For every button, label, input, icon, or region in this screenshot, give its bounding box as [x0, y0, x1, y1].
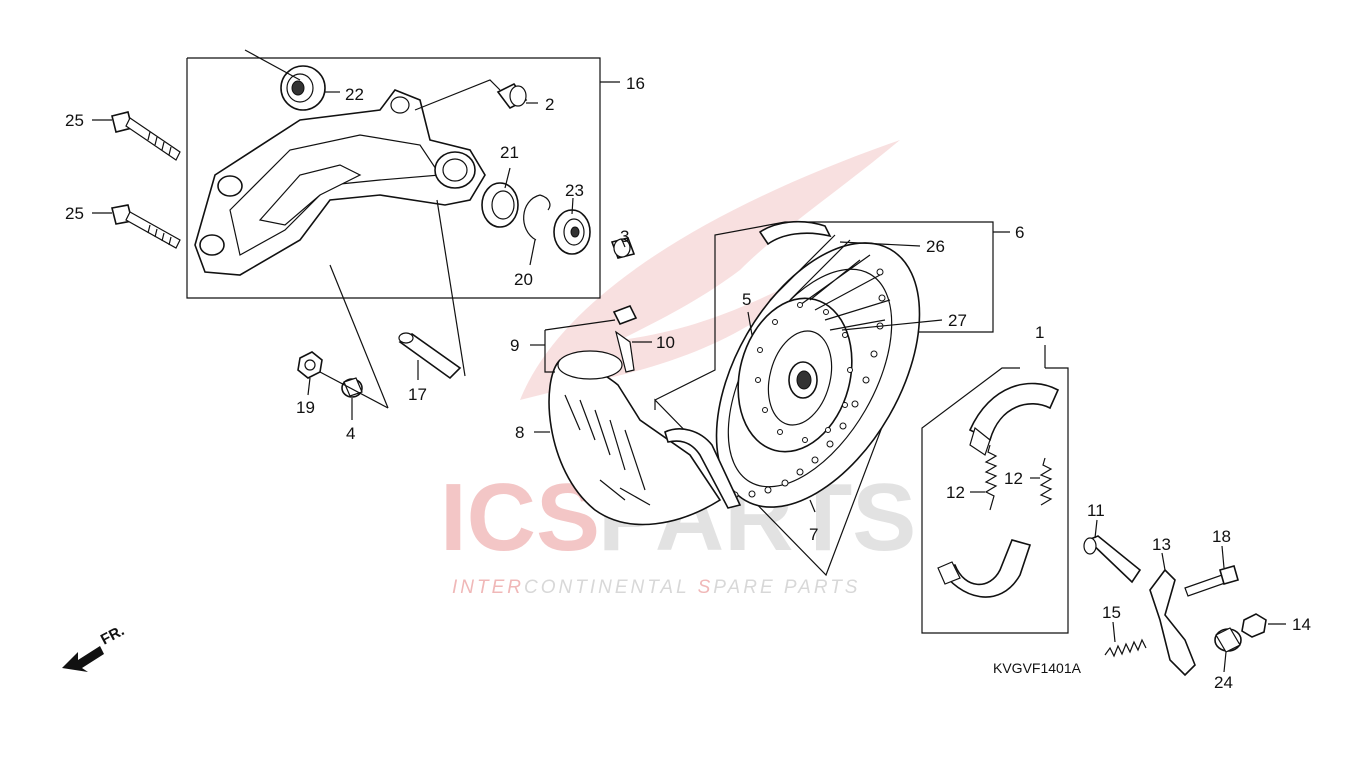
callout-9: 9	[510, 336, 519, 355]
callout-21: 21	[500, 143, 519, 162]
callout-25-lower: 25	[65, 204, 84, 223]
front-direction-arrow-icon: FR.	[62, 622, 127, 672]
nut-14	[1241, 613, 1267, 638]
watermark-tagline-red-1: INTER	[452, 577, 524, 598]
collar-3	[610, 237, 636, 259]
callout-17: 17	[408, 385, 427, 404]
rim-band-lower	[664, 428, 742, 509]
callout-1: 1	[1035, 323, 1044, 342]
watermark-wing-logo	[520, 140, 900, 400]
collar-2	[496, 82, 528, 110]
watermark-tagline-grey-2: PARE PARTS	[713, 577, 860, 598]
pivot-collar-17	[398, 332, 462, 380]
callout-14: 14	[1292, 615, 1311, 634]
callout-20: 20	[514, 270, 533, 289]
spring-12-right	[1039, 457, 1053, 506]
rim-holes	[731, 268, 886, 499]
circlip-20	[523, 194, 551, 241]
callout-25-upper: 25	[65, 111, 84, 130]
callout-22: 22	[345, 85, 364, 104]
watermark-tagline-red-2: S	[698, 577, 714, 598]
callout-19: 19	[296, 398, 315, 417]
watermark-tagline: INTERCONTINENTAL SPARE PARTS	[452, 577, 860, 598]
callout-15: 15	[1102, 603, 1121, 622]
callout-26: 26	[926, 237, 945, 256]
tire-8	[548, 350, 722, 526]
leader-pivot-right	[436, 199, 466, 377]
callout-12-left: 12	[946, 483, 965, 502]
brake-arm-13	[1149, 568, 1196, 677]
callout-23: 23	[565, 181, 584, 200]
brake-shoe-upper	[968, 382, 1060, 456]
swing-arm	[194, 89, 486, 276]
oil-seal-23	[553, 209, 591, 255]
callout-6: 6	[1015, 223, 1024, 242]
collar-4	[341, 377, 363, 398]
brake-cam-11	[1083, 535, 1142, 584]
callout-11: 11	[1087, 501, 1105, 520]
group-box-brake-shoes	[921, 345, 1069, 634]
callout-10: 10	[656, 333, 675, 352]
callout-7: 7	[809, 525, 818, 544]
spring-15	[1104, 638, 1147, 658]
group-box-swingarm	[186, 57, 620, 299]
bolt-25-lower	[111, 204, 181, 249]
leader-2-assembly	[414, 79, 501, 111]
leader-lines	[92, 91, 1286, 673]
callout-24: 24	[1214, 673, 1233, 692]
front-label: FR.	[98, 622, 127, 648]
brake-shoe-lower	[937, 539, 1032, 598]
bolt-25-upper	[111, 111, 181, 161]
rim-band-26	[758, 220, 832, 246]
collar-24	[1214, 627, 1242, 653]
callout-16: 16	[626, 74, 645, 93]
callout-27: 27	[948, 311, 967, 330]
callout-8: 8	[515, 423, 524, 442]
leader-22-arrow	[244, 49, 301, 81]
callout-18: 18	[1212, 527, 1231, 546]
bearing-22	[280, 65, 326, 111]
spring-12-left	[984, 444, 998, 511]
callout-12-right: 12	[1004, 469, 1023, 488]
leader-19-4	[319, 371, 389, 409]
callout-3: 3	[620, 227, 629, 246]
valve-10	[612, 304, 638, 373]
callout-13: 13	[1152, 535, 1171, 554]
watermark-tagline-grey-1: CONTINENTAL	[524, 577, 698, 598]
callout-5: 5	[742, 290, 751, 309]
leader-pivot-left	[329, 264, 389, 409]
callouts: 1 2 3 4 5 6 7 8 9 10 11 12 12 13 14 15 1…	[65, 74, 1311, 692]
bolt-18	[1184, 565, 1239, 597]
bearing-21	[481, 182, 519, 228]
wheel-spokes	[769, 234, 891, 331]
wheel-hub-5	[737, 297, 853, 453]
callout-4: 4	[346, 424, 355, 443]
callout-2: 2	[545, 95, 554, 114]
nut-19	[297, 351, 323, 379]
diagram-code: KVGVF1401A	[993, 660, 1082, 676]
